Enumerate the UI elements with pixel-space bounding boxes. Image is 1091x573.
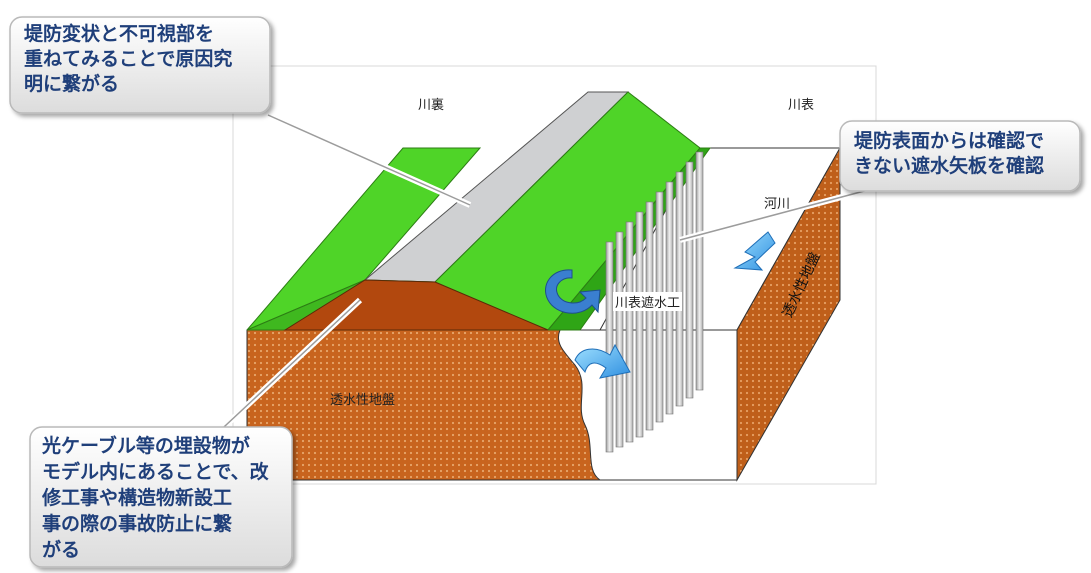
callout-text-top-left: 堤防変状と不可視部を 重ねてみることで原因究 明に繋がる (24, 22, 232, 97)
river-side-label: 川表 (788, 98, 815, 113)
seepage-arrow-icon (574, 343, 631, 379)
callout-line: 堤防表面からは確認で (854, 130, 1045, 152)
callout-connector (267, 114, 471, 206)
callout-line: がる (42, 539, 81, 561)
callout-line: モデル内にあることで、改 (42, 461, 269, 483)
river-label: 河川 (764, 197, 791, 212)
water-flow-arrow (733, 231, 776, 271)
embankment-soil-section (283, 279, 549, 331)
circular-arrow-icon (545, 269, 601, 314)
callout-line: 明に繋がる (24, 73, 120, 95)
callout-connector (209, 299, 361, 441)
callout-box-top-left (9, 16, 271, 114)
callout-line: 修工事や構造物新設工 (42, 487, 233, 509)
callout-text-right: 堤防表面からは確認で きない遮水矢板を確認 (854, 129, 1044, 179)
callout-line: 堤防変状と不可視部を (24, 23, 215, 45)
callout-connector (679, 189, 869, 241)
callout-line: きない遮水矢板を確認 (854, 155, 1045, 177)
callout-box-bottom-left (29, 426, 293, 568)
callout-text-bottom-left: 光ケーブル等の埋設物が モデル内にあることで、改 修工事や構造物新設工 事の際の… (42, 433, 269, 563)
sheet-pile-work-label: 川表遮水工 (613, 292, 683, 311)
callout-line: 重ねてみることで原因究 (24, 48, 233, 70)
callout-box-right (839, 120, 1081, 192)
permeable-ground-front-label: 透水性地盤 (330, 393, 396, 408)
land-side-label: 川裏 (418, 98, 445, 113)
callout-line: 事の際の事故防止に繋 (42, 513, 233, 535)
callout-line: 光ケーブル等の埋設物が (42, 435, 250, 457)
